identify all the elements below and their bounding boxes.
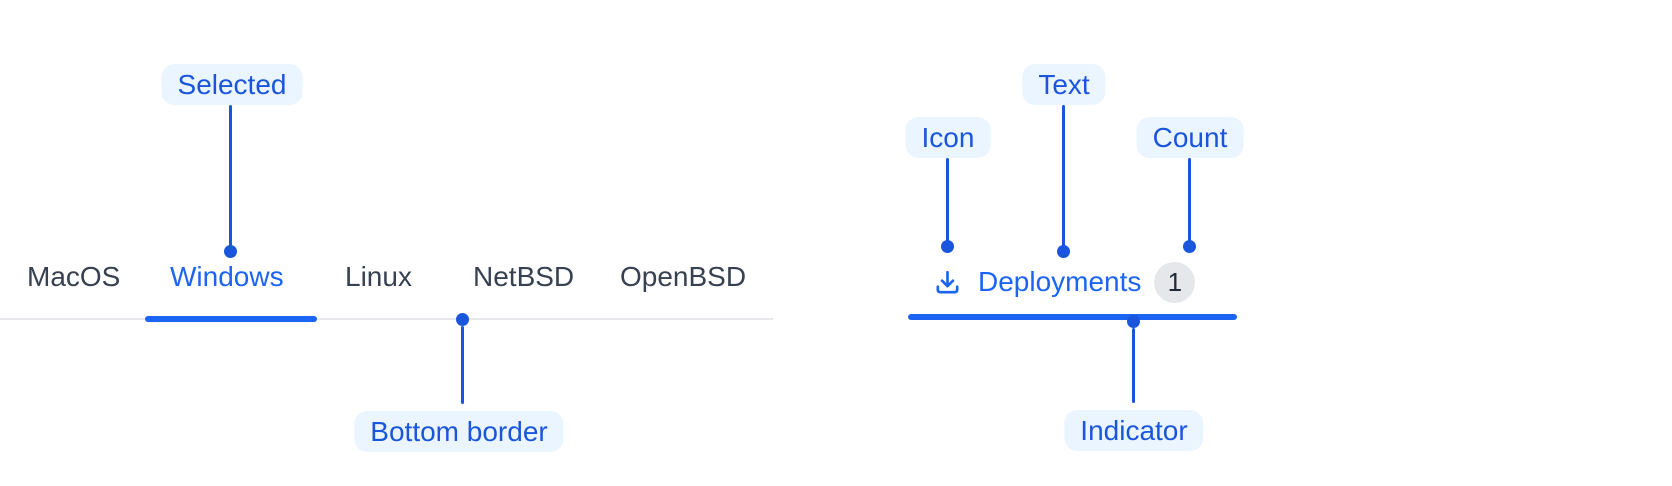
annotation-indicator-connector-line	[1132, 328, 1135, 403]
tab-windows[interactable]: Windows	[170, 261, 284, 292]
annotation-icon-connector-line	[946, 158, 949, 242]
download-icon	[936, 270, 959, 293]
annotation-bottom-border-connector-line	[461, 326, 464, 404]
tab-macos[interactable]: MacOS	[27, 261, 121, 292]
count-badge: 1	[1154, 261, 1196, 303]
annotation-count-label: Count	[1136, 117, 1244, 158]
annotation-indicator-connector-dot	[1127, 315, 1140, 328]
tab-netbsd[interactable]: NetBSD	[473, 261, 575, 292]
tab-openbsd[interactable]: OpenBSD	[620, 261, 747, 292]
annotation-icon-label: Icon	[905, 117, 991, 158]
active-tab-indicator	[908, 314, 1237, 320]
annotation-text-label: Text	[1022, 64, 1106, 105]
annotation-count-connector-line	[1188, 158, 1191, 242]
tab-deployments[interactable]: Deployments 1	[933, 260, 1196, 304]
tabs-bottom-border	[0, 318, 773, 320]
annotation-text-connector-line	[1062, 105, 1065, 247]
annotation-selected-connector-dot	[224, 245, 237, 258]
annotation-icon-connector-dot	[941, 240, 954, 253]
annotation-bottom-border-label: Bottom border	[354, 411, 564, 452]
active-tab-underline	[145, 316, 317, 322]
annotation-selected-connector-line	[229, 105, 232, 247]
tab-deployments-label: Deployments	[978, 266, 1142, 297]
annotation-selected-label: Selected	[161, 64, 303, 105]
annotation-text-connector-dot	[1057, 245, 1070, 258]
annotation-bottom-border-connector-dot	[456, 313, 469, 326]
annotation-indicator-label: Indicator	[1064, 410, 1204, 451]
annotation-count-connector-dot	[1183, 240, 1196, 253]
tab-linux[interactable]: Linux	[345, 261, 412, 292]
